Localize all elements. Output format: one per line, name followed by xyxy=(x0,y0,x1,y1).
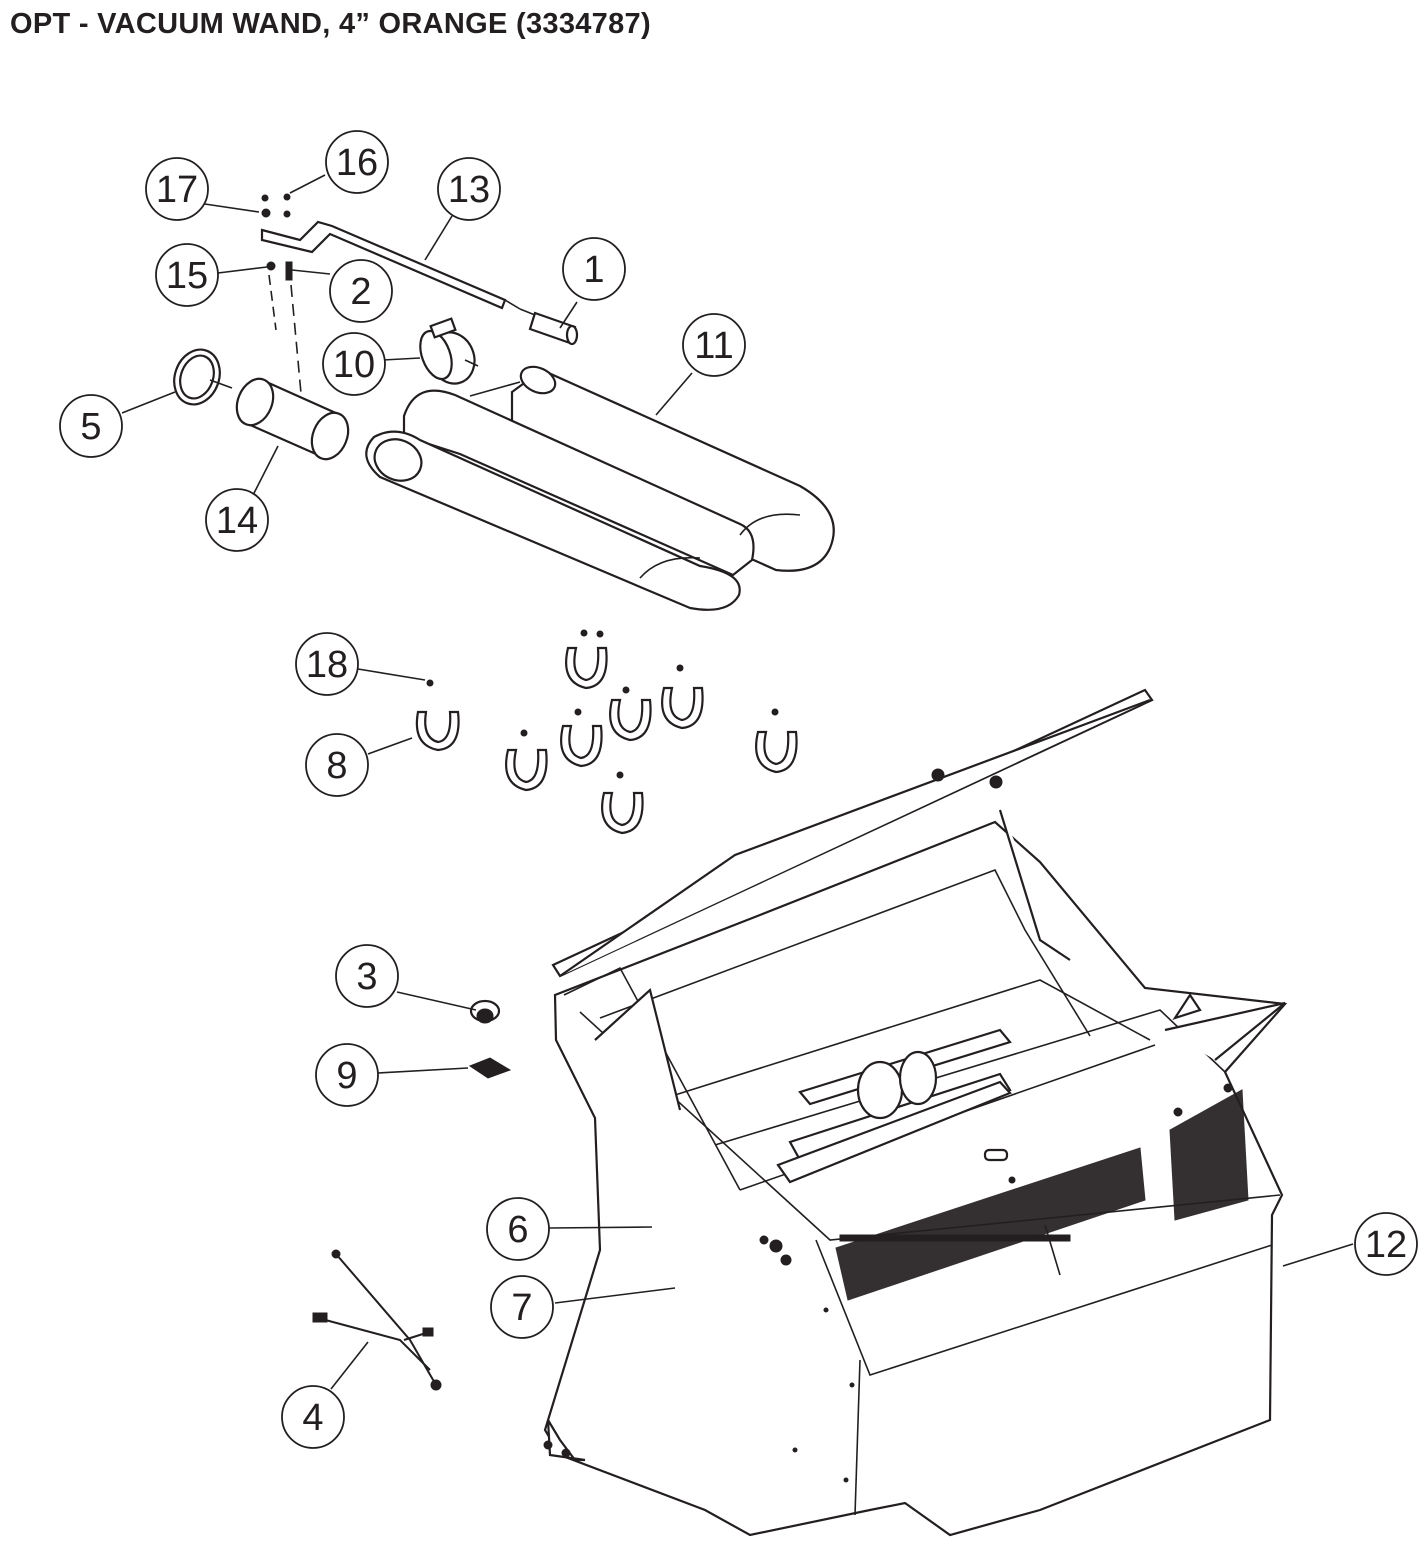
callout-14: 14 xyxy=(205,488,269,552)
callout-6: 6 xyxy=(486,1197,550,1261)
callout-4: 4 xyxy=(281,1385,345,1449)
fastener-hardware xyxy=(261,193,303,405)
callout-label: 13 xyxy=(448,169,490,211)
callout-label: 11 xyxy=(694,325,733,367)
callout-label: 5 xyxy=(80,406,101,448)
hose-clamp-part xyxy=(419,317,479,385)
callout-9: 9 xyxy=(315,1043,379,1107)
callout-10: 10 xyxy=(322,332,386,396)
nozzle-tip-part xyxy=(519,308,579,346)
callout-label: 8 xyxy=(326,745,347,787)
callout-18: 18 xyxy=(295,632,359,696)
coupling-tube-part xyxy=(235,377,350,461)
callout-2: 2 xyxy=(329,259,393,323)
callout-12: 12 xyxy=(1354,1212,1418,1276)
callout-label: 7 xyxy=(511,1287,532,1329)
tag-part xyxy=(468,1057,512,1079)
callout-label: 9 xyxy=(336,1055,357,1097)
ring-part xyxy=(173,348,233,406)
callout-13: 13 xyxy=(437,157,501,221)
callout-label: 15 xyxy=(166,255,208,297)
callout-16: 16 xyxy=(325,130,389,194)
plug-part xyxy=(469,999,501,1024)
callout-label: 10 xyxy=(333,344,375,386)
callout-label: 14 xyxy=(216,500,258,542)
callout-label: 12 xyxy=(1365,1224,1407,1266)
callout-8: 8 xyxy=(305,733,369,797)
callout-label: 1 xyxy=(583,249,604,291)
wand-rod-part xyxy=(260,220,521,310)
page-title: OPT - VACUUM WAND, 4” ORANGE (3334787) xyxy=(10,8,651,40)
callout-11: 11 xyxy=(682,313,746,377)
vacuum-hose-part xyxy=(365,365,835,611)
callout-label: 16 xyxy=(336,142,378,184)
callout-label: 6 xyxy=(507,1209,528,1251)
callout-7: 7 xyxy=(490,1275,554,1339)
callout-label: 17 xyxy=(156,169,198,211)
callout-label: 4 xyxy=(302,1397,323,1439)
callout-label: 2 xyxy=(350,271,371,313)
clip-parts xyxy=(415,629,798,835)
callout-17: 17 xyxy=(145,157,209,221)
cabinet-part xyxy=(543,688,1288,1537)
callout-label: 18 xyxy=(306,644,348,686)
strap-part xyxy=(312,1249,442,1391)
callout-15: 15 xyxy=(155,243,219,307)
callout-3: 3 xyxy=(335,944,399,1008)
callout-5: 5 xyxy=(59,394,123,458)
callout-label: 3 xyxy=(356,956,377,998)
leader-lines xyxy=(121,174,1354,1390)
callout-1: 1 xyxy=(562,237,626,301)
